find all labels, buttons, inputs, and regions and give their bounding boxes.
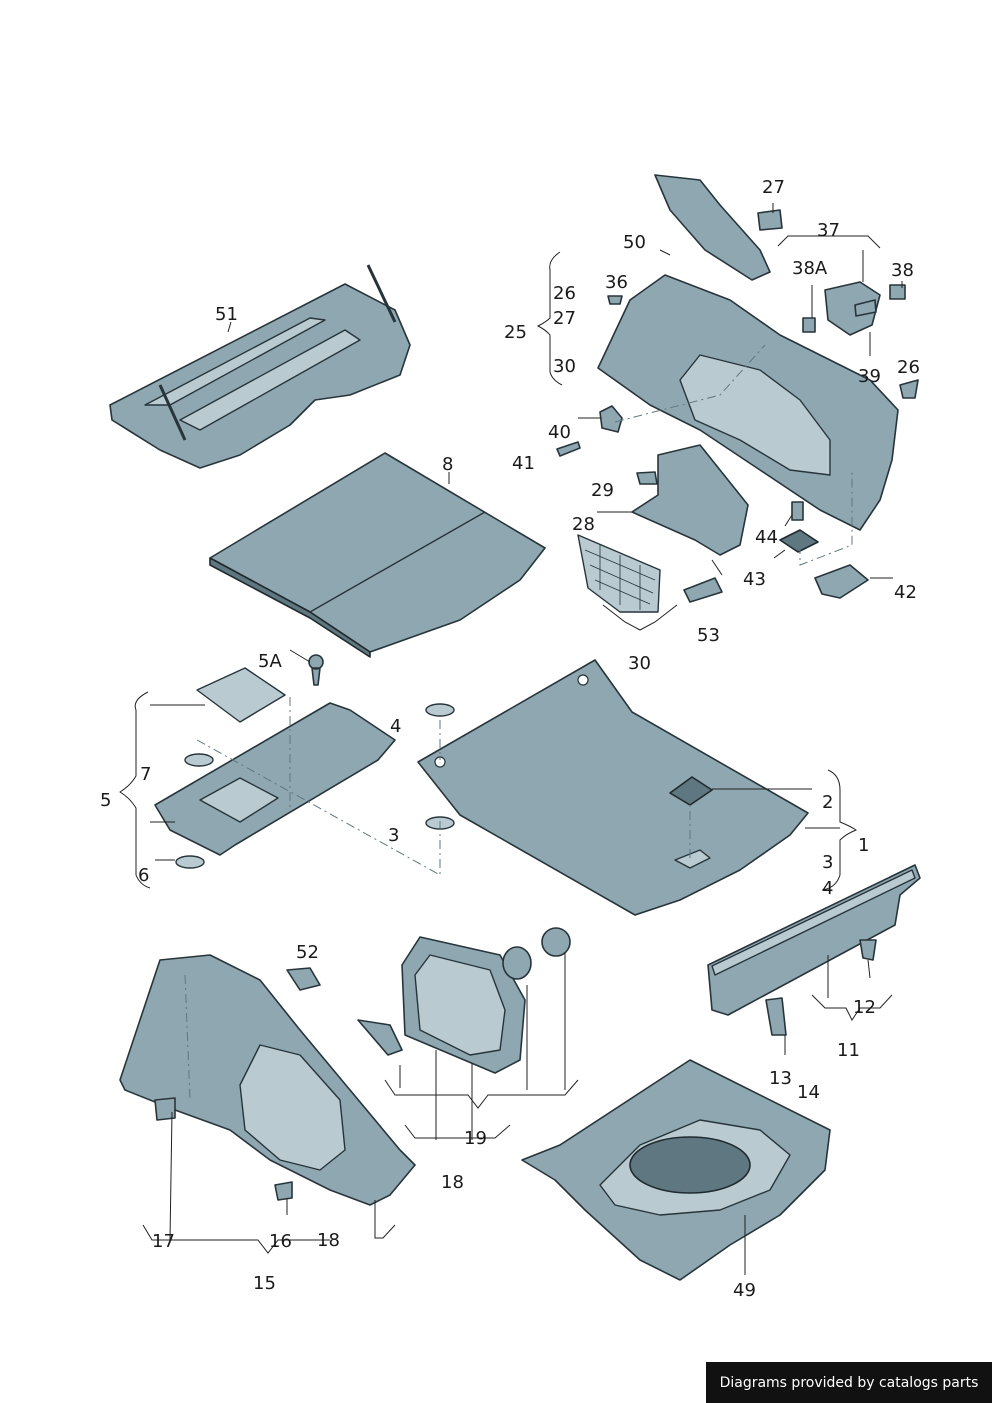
callout-44: 44 xyxy=(755,527,778,548)
callout-26b: 26 xyxy=(897,357,920,378)
fasteners-right-part xyxy=(556,209,919,603)
callout-5: 5 xyxy=(100,790,111,811)
sill-panel-part xyxy=(707,864,921,1036)
callout-18b: 18 xyxy=(317,1230,340,1251)
side-trim-left-part xyxy=(119,954,416,1206)
callout-5A: 5A xyxy=(258,651,282,672)
callout-16: 16 xyxy=(269,1231,292,1252)
floor-carpet-part xyxy=(417,659,809,916)
assembly-lines xyxy=(184,344,853,1101)
callout-11: 11 xyxy=(837,1040,860,1061)
callout-29: 29 xyxy=(591,480,614,501)
callout-39: 39 xyxy=(858,366,881,387)
callout-41: 41 xyxy=(512,453,535,474)
floor-cover-part xyxy=(154,654,396,869)
callout-30b: 30 xyxy=(553,356,576,377)
callout-4: 4 xyxy=(390,716,401,737)
callout-7: 7 xyxy=(140,764,151,785)
floor-board-part xyxy=(209,452,546,658)
callout-26a: 26 xyxy=(553,283,576,304)
callout-27b: 27 xyxy=(553,308,576,329)
callout-2: 2 xyxy=(822,792,833,813)
callout-43: 43 xyxy=(743,569,766,590)
callout-3: 3 xyxy=(388,825,399,846)
callout-27a: 27 xyxy=(762,177,785,198)
callout-1: 1 xyxy=(858,835,869,856)
callout-17: 17 xyxy=(152,1231,175,1252)
callout-36: 36 xyxy=(605,272,628,293)
callout-38A: 38A xyxy=(792,258,828,279)
callout-51: 51 xyxy=(215,304,238,325)
callout-25: 25 xyxy=(504,322,527,343)
callout-19: 19 xyxy=(464,1128,487,1149)
leader-lines xyxy=(119,203,903,1275)
callout-12: 12 xyxy=(853,997,876,1018)
callout-50: 50 xyxy=(623,232,646,253)
callout-52: 52 xyxy=(296,942,319,963)
callout-13: 13 xyxy=(769,1068,792,1089)
callout-4b: 4 xyxy=(822,878,833,899)
callout-37: 37 xyxy=(817,220,840,241)
callout-14: 14 xyxy=(797,1082,820,1103)
callout-8: 8 xyxy=(442,454,453,475)
lamp-housing-part xyxy=(357,927,571,1074)
side-trim-right-part xyxy=(597,174,899,556)
cargo-net-part xyxy=(577,534,661,613)
parcel-shelf-part xyxy=(109,264,411,469)
callout-6: 6 xyxy=(138,865,149,886)
spare-wheel-well-part xyxy=(521,1059,831,1281)
catalog-credit-banner: Diagrams provided by catalogs parts xyxy=(706,1362,992,1403)
credit-text: Diagrams provided by catalogs parts xyxy=(719,1374,979,1391)
callout-18a: 18 xyxy=(441,1172,464,1193)
callout-labels: 51 8 5A 4 7 5 3 6 2 1 3 4 30 27 50 37 38… xyxy=(100,177,920,1301)
callout-40: 40 xyxy=(548,422,571,443)
callout-30a: 30 xyxy=(628,653,651,674)
callout-53: 53 xyxy=(697,625,720,646)
callout-42: 42 xyxy=(894,582,917,603)
callout-28: 28 xyxy=(572,514,595,535)
callout-49: 49 xyxy=(733,1280,756,1301)
callout-38: 38 xyxy=(891,260,914,281)
callout-15: 15 xyxy=(253,1273,276,1294)
callout-3b: 3 xyxy=(822,852,833,873)
